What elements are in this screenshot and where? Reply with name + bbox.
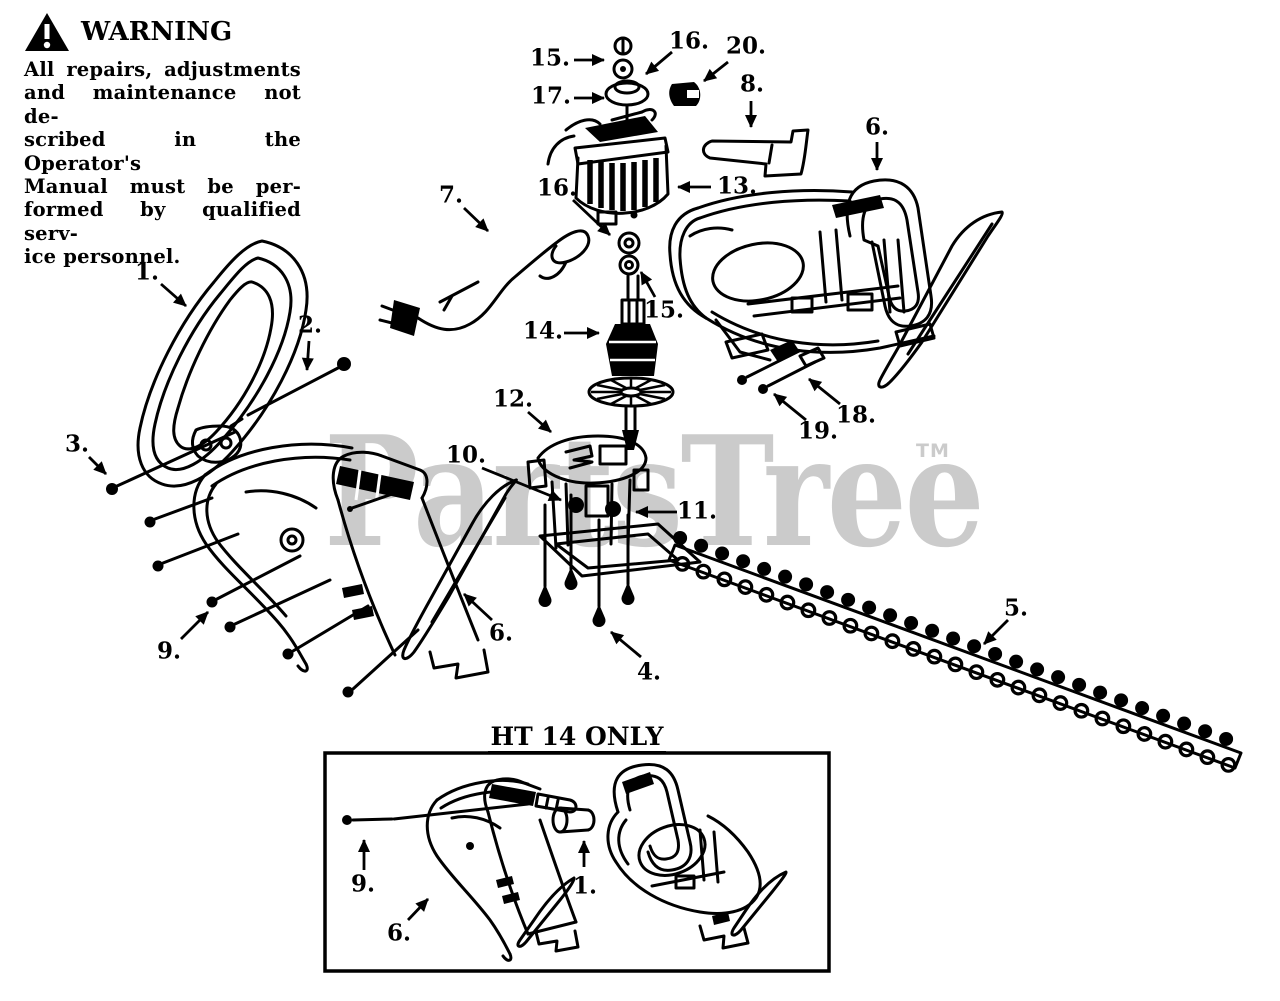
callout-label-15: 15. xyxy=(643,296,685,324)
ht14-inset-box-border xyxy=(323,751,831,973)
callout-label-2: 2. xyxy=(297,311,323,339)
callout-label-11: 11. xyxy=(676,497,718,525)
part-8-lever-drawing xyxy=(702,128,810,178)
warning-triangle-icon xyxy=(25,13,69,51)
callout-label-1: 1. xyxy=(572,872,598,900)
callout-label-4: 4. xyxy=(636,658,662,686)
warning-header: WARNING xyxy=(24,12,301,52)
inset-part-1-pin-drawing xyxy=(551,806,596,834)
part-1-loop-handle-drawing xyxy=(136,239,309,488)
warning-line: ice personnel. xyxy=(24,245,181,269)
part-3-screw-drawing xyxy=(106,430,237,495)
part-20-grommet-drawing xyxy=(669,82,701,106)
callout-label-6: 6. xyxy=(864,113,890,141)
ht14-inset-title-text: HT 14 ONLY xyxy=(487,722,667,754)
callout-label-16: 16. xyxy=(668,27,710,55)
part-4-blade-screws-drawing xyxy=(538,493,635,627)
inset-part-9-screw-drawing xyxy=(342,802,530,825)
watermark-trademark: TM xyxy=(916,440,950,462)
warning-line: Manual must be per- xyxy=(24,175,301,199)
inset-rear-housing-drawing xyxy=(606,762,788,950)
callout-label-1: 1. xyxy=(134,258,160,286)
callout-label-5: 5. xyxy=(1003,594,1029,622)
callout-label-13: 13. xyxy=(716,172,758,200)
callout-label-7: 7. xyxy=(438,181,464,209)
callout-label-9: 9. xyxy=(156,637,182,665)
watermark: PartsTree xyxy=(324,416,985,568)
warning-line: and maintenance not de- xyxy=(24,81,301,128)
part-9-screws-drawing xyxy=(144,496,420,698)
callout-label-12: 12. xyxy=(492,385,534,413)
callout-label-20: 20. xyxy=(725,32,767,60)
callout-label-17: 17. xyxy=(530,82,572,110)
part-2-bolt-drawing xyxy=(229,357,351,428)
callout-label-6: 6. xyxy=(386,919,412,947)
callout-label-15: 15. xyxy=(529,44,571,72)
part-18-19-screws-drawing xyxy=(737,340,826,394)
watermark-text: PartsTree xyxy=(324,402,985,581)
callout-label-16: 16. xyxy=(536,174,578,202)
warning-line: All repairs, adjustments xyxy=(24,58,301,81)
callout-label-19: 19. xyxy=(797,417,839,445)
blade-teeth xyxy=(673,531,1237,773)
callout-arrows xyxy=(88,50,1009,921)
callout-label-3: 3. xyxy=(64,430,90,458)
part-6-front-housing-drawing xyxy=(192,442,518,680)
part-13-motor-stator-drawing xyxy=(546,108,670,226)
callout-label-8: 8. xyxy=(739,70,765,98)
callout-label-9: 9. xyxy=(350,870,376,898)
callout-label-6: 6. xyxy=(488,619,514,647)
warning-line: formed by qualified serv- xyxy=(24,198,301,245)
part-6-rear-housing-drawing xyxy=(668,178,1004,389)
callout-label-10: 10. xyxy=(445,441,487,469)
callout-label-14: 14. xyxy=(522,317,564,345)
warning-title: WARNING xyxy=(81,17,233,47)
ht14-inset-title: HT 14 ONLY xyxy=(325,722,829,754)
part-14-armature-drawing xyxy=(587,231,675,450)
warning-line: scribed in the Operator's xyxy=(24,128,301,175)
part-5-blade-drawing xyxy=(538,522,1243,773)
callout-label-18: 18. xyxy=(835,401,877,429)
part-7-power-cord-drawing xyxy=(378,229,591,336)
inset-part-6-front-housing-drawing xyxy=(425,777,580,962)
